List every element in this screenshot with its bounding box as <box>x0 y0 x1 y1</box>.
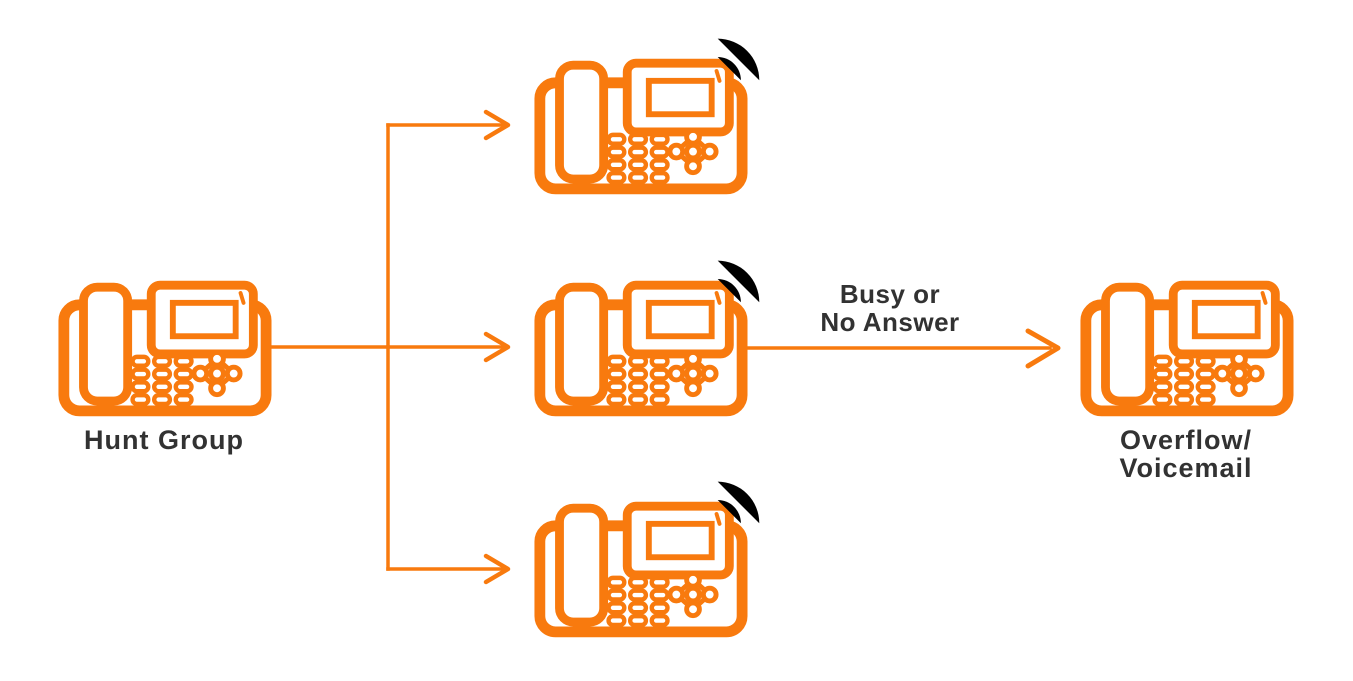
ringing-waves-icon <box>708 28 768 88</box>
arrow-to-member-2 <box>386 331 511 363</box>
desk-phone-icon <box>56 280 272 418</box>
arrow-busy-to-overflow <box>740 328 1061 369</box>
member-phone-2-node <box>532 280 748 418</box>
edge-hunt-to-trunk <box>262 123 390 571</box>
member-phone-3-node <box>532 501 748 639</box>
hunt-group-label: Hunt Group <box>84 425 244 455</box>
busy-or-no-answer-label: Busy or No Answer <box>820 279 960 337</box>
ringing-waves-icon <box>708 471 768 531</box>
overflow-voicemail-label: Overflow/ Voicemail <box>1119 425 1253 483</box>
arrow-to-member-1 <box>386 109 511 141</box>
arrow-to-member-3 <box>386 553 511 585</box>
overflow-voicemail-node: Overflow/ Voicemail <box>1078 280 1294 482</box>
member-phone-1-node <box>532 58 748 196</box>
desk-phone-icon <box>1078 280 1294 418</box>
hunt-group-node: Hunt Group <box>56 280 272 454</box>
